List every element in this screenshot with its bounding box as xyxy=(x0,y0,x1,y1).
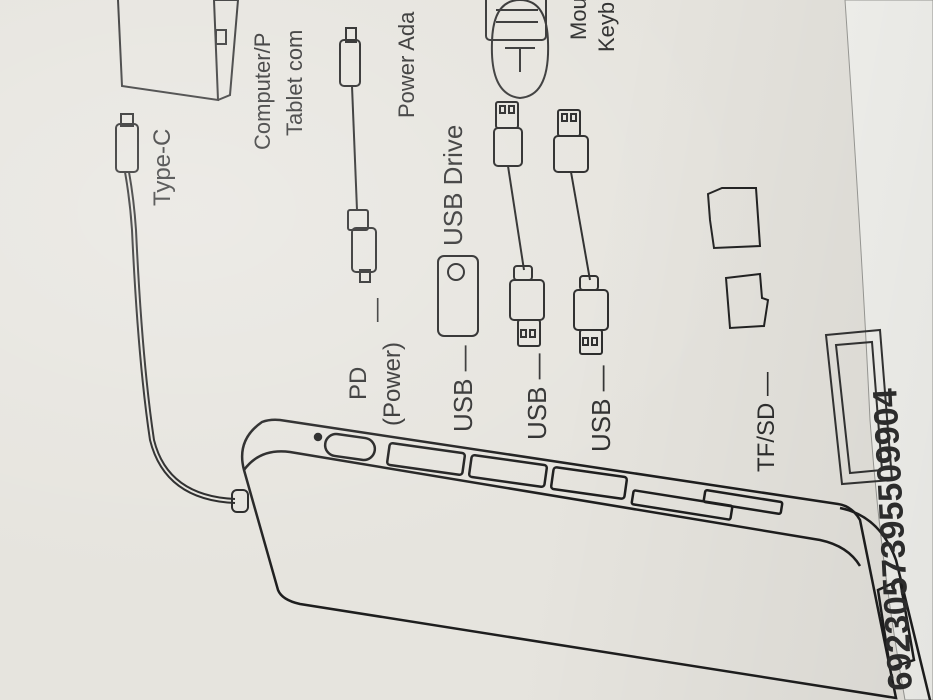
usb-label-2: USB — xyxy=(522,353,552,440)
usb-cable-2 xyxy=(553,109,609,355)
mouse-icon xyxy=(490,0,550,100)
type-c-label: Type-C xyxy=(149,129,176,206)
laptop-icon xyxy=(117,0,240,102)
power-cable xyxy=(339,27,377,283)
sd-card-icon xyxy=(706,187,762,250)
usb-drive-label: USB Drive xyxy=(438,125,468,246)
usb-drive-icon xyxy=(437,255,479,337)
pd-label: PD xyxy=(345,367,372,400)
pd-dash: — xyxy=(363,298,390,322)
keyboard-label: Keyb xyxy=(594,2,619,52)
usb-hub-body xyxy=(240,418,932,700)
usb-label-1: USB — xyxy=(448,345,478,432)
tf-sd-label: TF/SD — xyxy=(753,372,780,472)
keyboard-icon xyxy=(485,0,547,41)
type-c-cable xyxy=(115,113,249,513)
usb-cable-1 xyxy=(493,101,545,347)
computer-label-line1: Computer/P xyxy=(250,33,275,150)
usb-label-3: USB — xyxy=(586,365,616,452)
mouse-label: Mou xyxy=(566,0,591,40)
power-adapter-label: Power Ada xyxy=(394,11,419,118)
package-edge xyxy=(844,0,933,700)
device-outline xyxy=(824,328,894,486)
power-label: (Power) xyxy=(379,342,406,426)
tf-card-icon xyxy=(724,272,770,330)
computer-label-line2: Tablet com xyxy=(282,30,307,136)
